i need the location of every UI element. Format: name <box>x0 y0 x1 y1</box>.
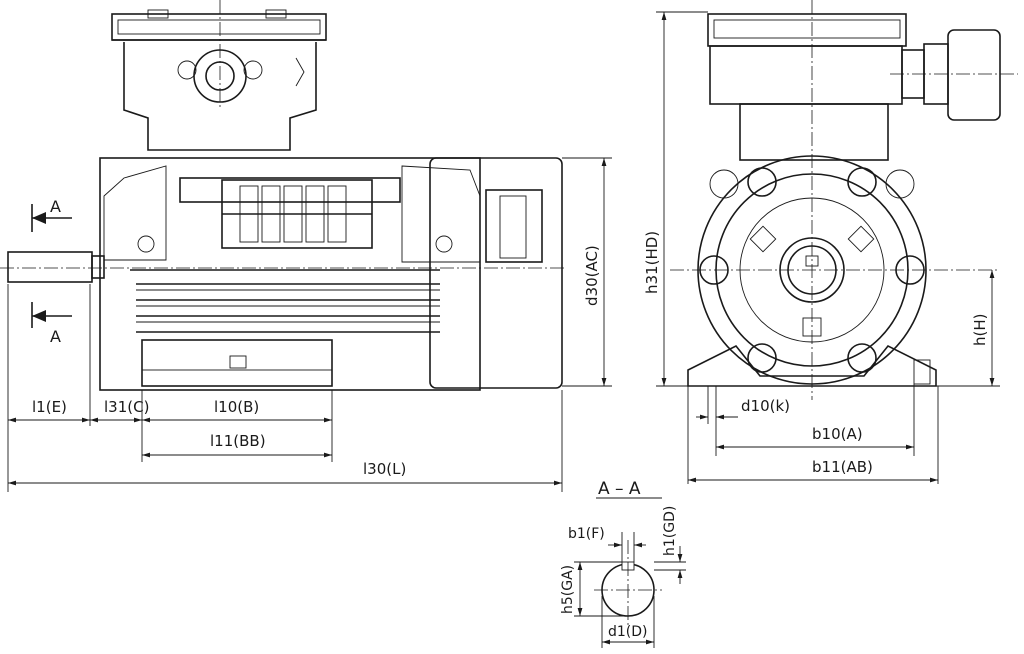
section-label-bottom: A <box>50 327 61 346</box>
dim-l30-label: l30(L) <box>363 460 406 478</box>
front-view-dimensions: h31(HD) h(H) d10(k) b10(A) b11(AB) <box>643 11 1000 484</box>
dim-b11-label: b11(AB) <box>812 458 873 476</box>
dim-h-label: h(H) <box>971 314 989 347</box>
dim-h1-label: h1(GD) <box>662 506 678 556</box>
front-view <box>670 0 1018 400</box>
section-a-a: A – A b1(F) h1(GD) h5(GA) d1(D) <box>560 479 686 648</box>
section-title: A – A <box>598 479 641 499</box>
dim-b10-label: b10(A) <box>812 425 863 443</box>
dim-h31-label: h31(HD) <box>643 231 661 294</box>
side-view-dimensions: l1(E) l31(C) l10(B) l11(BB) l30(L) d30(A… <box>7 157 612 492</box>
section-label-top: A <box>50 197 61 216</box>
dim-l10-label: l10(B) <box>214 398 259 416</box>
dim-d30-label: d30(AC) <box>583 245 601 306</box>
section-marker-bottom: A <box>31 302 72 346</box>
dim-l31-label: l31(C) <box>104 398 149 416</box>
dim-l1-label: l1(E) <box>32 398 67 416</box>
dim-l11-label: l11(BB) <box>210 432 266 450</box>
dim-d10-label: d10(k) <box>741 397 790 415</box>
dim-h5-label: h5(GA) <box>560 565 576 614</box>
section-marker-top: A <box>31 197 72 232</box>
dim-b1-label: b1(F) <box>568 526 605 542</box>
dim-d1-label: d1(D) <box>608 624 648 640</box>
side-view <box>0 0 566 391</box>
